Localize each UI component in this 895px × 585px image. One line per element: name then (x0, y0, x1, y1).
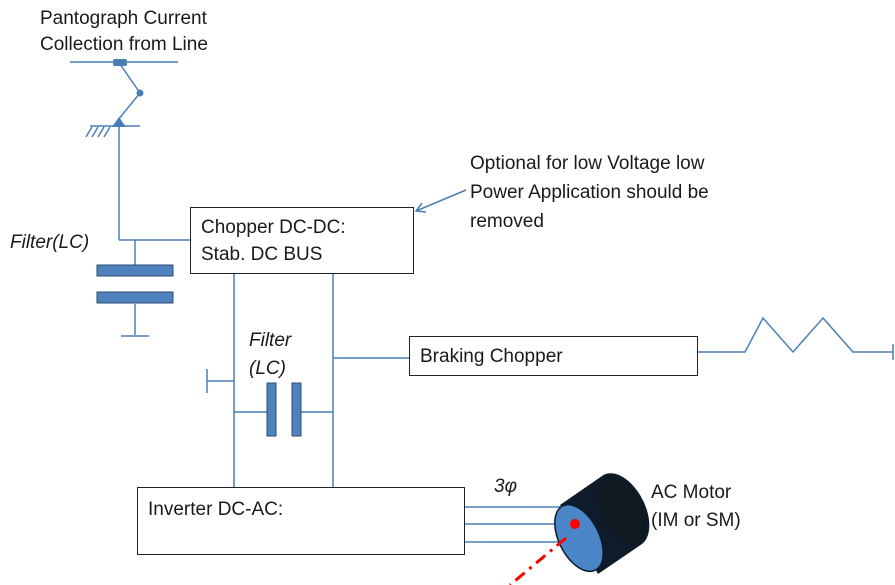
pantograph-shoe (113, 59, 127, 66)
annotation-arrow (415, 189, 467, 212)
filter-mid-label-line1: Filter (249, 330, 292, 351)
filter-mid-plate-right (291, 382, 302, 437)
braking-resistor (697, 316, 893, 354)
filter-left-plate-bottom (96, 291, 174, 304)
chopper-label-line2: Stab. DC BUS (201, 244, 323, 265)
braking-chopper-label: Braking Chopper (420, 346, 563, 367)
filter-left-label: Filter(LC) (10, 232, 90, 253)
braking-chopper-box: Braking Chopper (409, 336, 698, 376)
filter-mid-label-line2: (LC) (249, 358, 286, 379)
filter-left-plate-top (96, 264, 174, 277)
annotation-arrow-head (414, 202, 427, 213)
annotation-line3: removed (470, 211, 544, 232)
motor-shaft-dot (570, 519, 580, 529)
chopper-dc-dc-box: Chopper DC-DC: Stab. DC BUS (190, 207, 414, 274)
chopper-label-line1: Chopper DC-DC: (201, 217, 346, 238)
inverter-dc-ac-box: Inverter DC-AC: (137, 487, 465, 555)
pantograph-pivot (112, 117, 126, 127)
motor-label-line1: AC Motor (651, 482, 732, 503)
pantograph-hatch (85, 126, 111, 138)
annotation-line2: Power Application should be (470, 182, 709, 203)
annotation-line1: Optional for low Voltage low (470, 153, 705, 174)
inverter-label: Inverter DC-AC: (148, 499, 284, 520)
pantograph-joint (136, 89, 144, 97)
pantograph-label-line1: Pantograph Current (40, 8, 207, 29)
motor-face (554, 503, 604, 573)
pantograph-label-line2: Collection from Line (40, 34, 208, 55)
motor-shaft (509, 536, 567, 585)
ac-motor (509, 473, 650, 585)
phase-label: 3φ (494, 476, 517, 497)
motor-label-line2: (IM or SM) (651, 510, 741, 531)
filter-mid-plate-left (266, 382, 277, 437)
motor-back (597, 476, 647, 544)
